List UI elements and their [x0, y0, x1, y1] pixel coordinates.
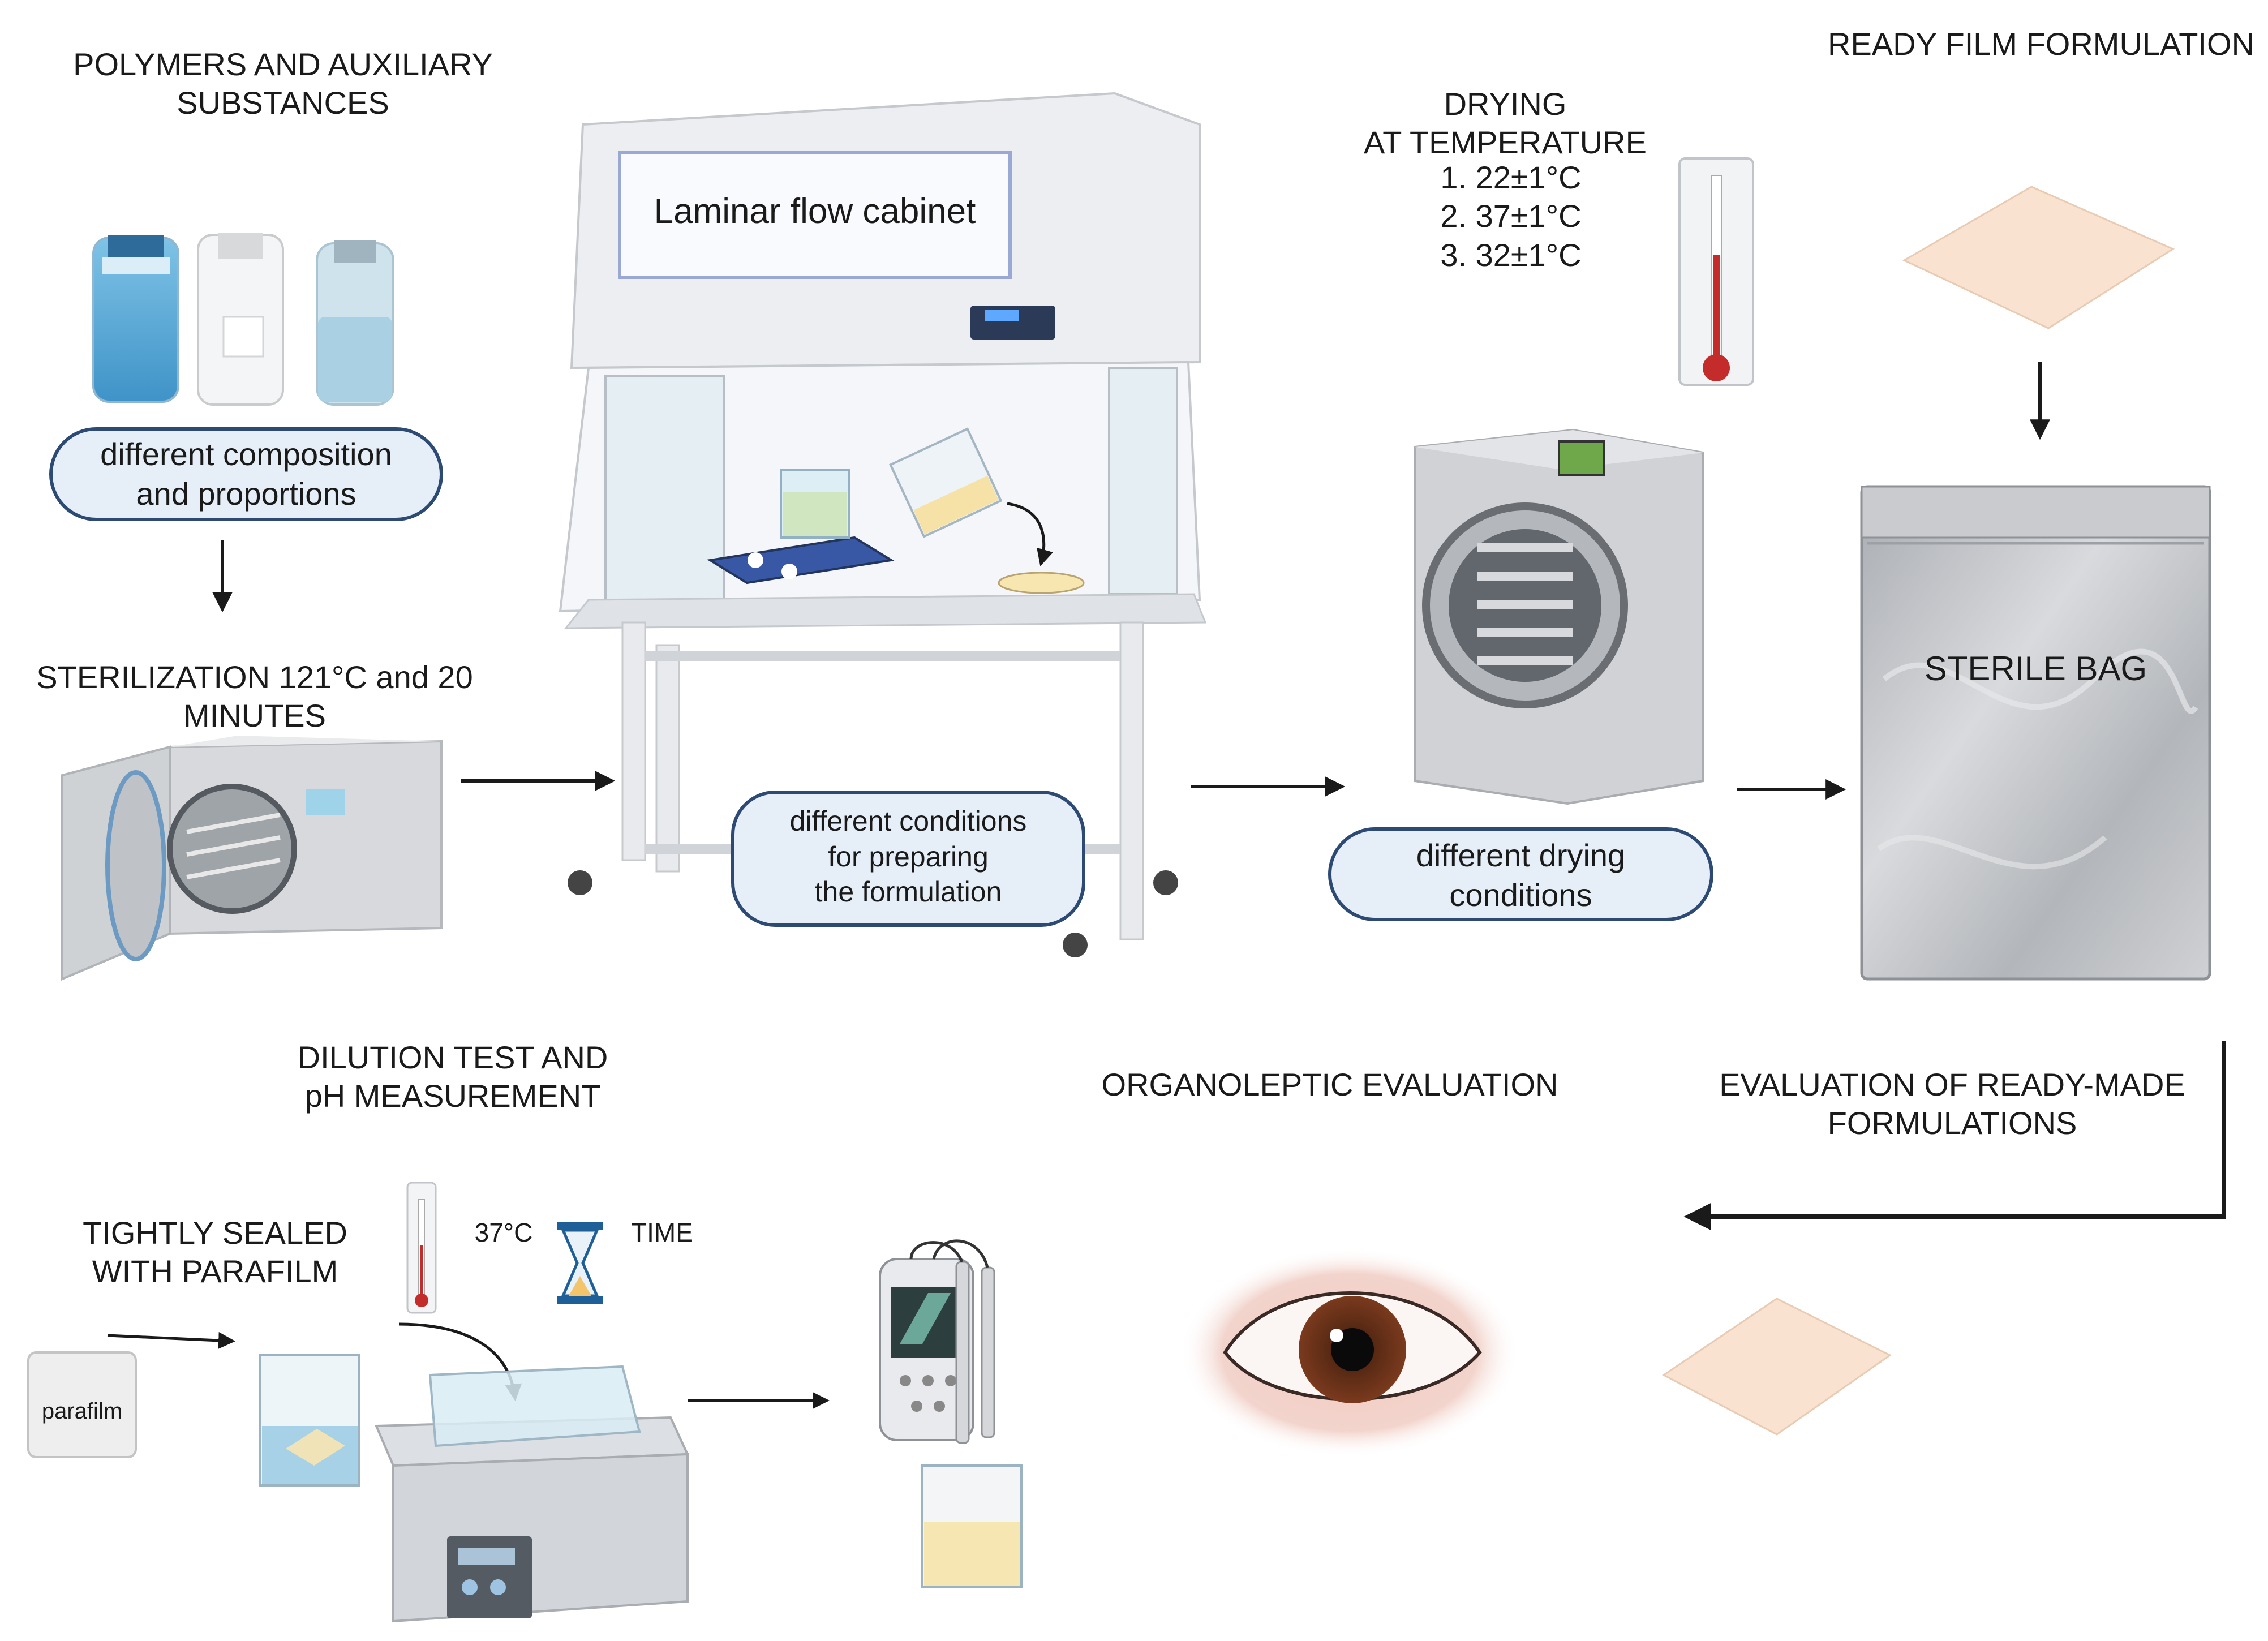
- film-icon: [1902, 186, 2175, 329]
- drying-title: DRYING AT TEMPERATURE: [1364, 86, 1647, 161]
- water-bath-icon: [375, 1365, 690, 1623]
- time-label: TIME: [631, 1218, 693, 1247]
- bottle-icon: [92, 233, 394, 406]
- beaker-icon: [780, 469, 850, 539]
- beaker-small-icon: [259, 1354, 360, 1487]
- arrow-parafilm: [107, 1331, 235, 1349]
- cabinet-label: Laminar flow cabinet: [654, 192, 976, 231]
- preparing-pill: [731, 791, 1085, 927]
- parafilm-icon: [27, 1351, 137, 1458]
- autoclave-icon: [61, 736, 443, 981]
- drying-conditions-text: different drying conditions: [1416, 837, 1626, 913]
- eye-icon: [1180, 1248, 1519, 1457]
- polymers-label: POLYMERS AND AUXILIARY SUBSTANCES: [73, 46, 493, 121]
- beaker-yellow-icon: [921, 1464, 1023, 1588]
- thermometer-small-icon: [406, 1182, 437, 1314]
- organoleptic-label: ORGANOLEPTIC EVALUATION: [1101, 1067, 1558, 1102]
- composition-text: different composition and proportions: [100, 436, 392, 512]
- composition-pill: [49, 427, 443, 521]
- thermometer-icon: [1678, 157, 1754, 386]
- sterilization-label: STERILIZATION 121°C and 20 MINUTES: [36, 659, 473, 734]
- sterile-bag-label: STERILE BAG: [1924, 650, 2147, 688]
- cabinet-label-frame: [618, 151, 1012, 279]
- stirrer-icon: [707, 536, 895, 585]
- drying-pill: [1328, 827, 1713, 921]
- parafilm-label: parafilm: [41, 1399, 123, 1424]
- preparing-text: different conditions for preparing the f…: [789, 805, 1027, 908]
- hourglass-icon: [557, 1222, 603, 1304]
- sterile-bag-icon: [1860, 485, 2211, 981]
- laminar-cabinet-icon: [559, 92, 1207, 957]
- ready-film-label: READY FILM FORMULATION: [1828, 26, 2255, 62]
- drying-temps: 1. 22±1°C 2. 37±1°C 3. 32±1°C: [1440, 160, 1582, 273]
- freeze-dryer-icon: [1414, 428, 1704, 805]
- dilution-label: DILUTION TEST AND pH MEASUREMENT: [297, 1039, 608, 1114]
- temp-37-label: 37°C: [474, 1218, 533, 1247]
- film-icon-2: [1662, 1298, 1892, 1436]
- arrow-return: [1683, 1041, 2226, 1230]
- sealed-label: TIGHTLY SEALED WITH PARAFILM: [83, 1215, 347, 1290]
- ph-meter-icon: [879, 1239, 995, 1444]
- evaluation-label: EVALUATION OF READY-MADE FORMULATIONS: [1719, 1067, 2185, 1141]
